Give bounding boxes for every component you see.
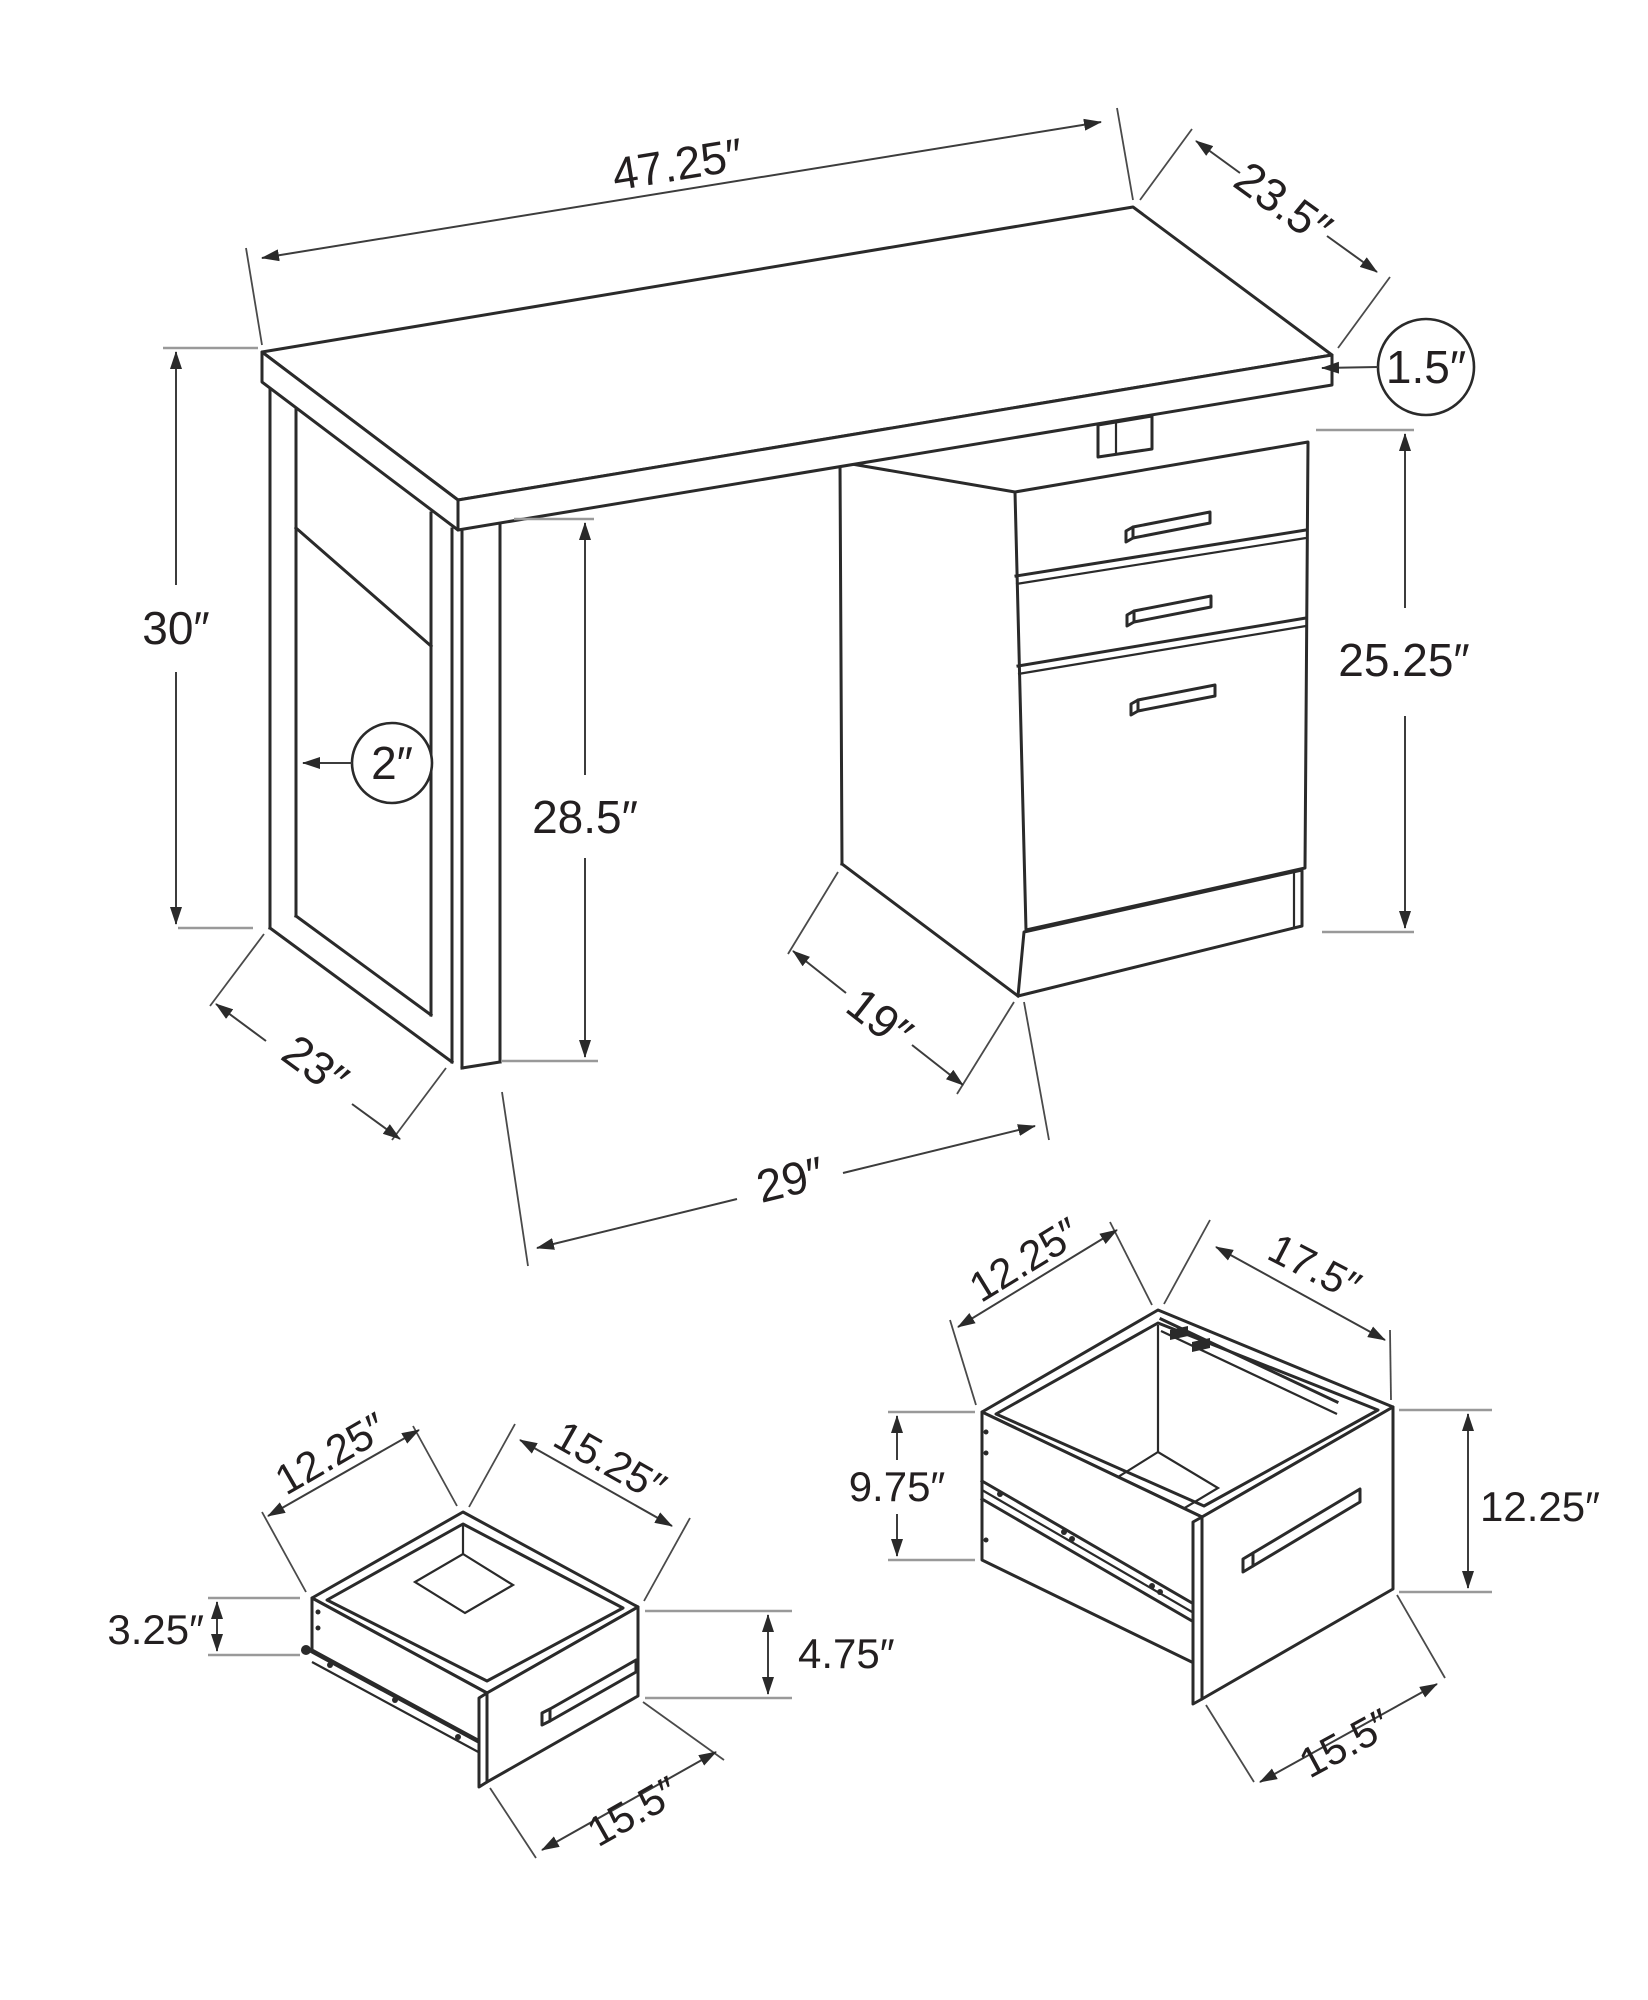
desk-top bbox=[260, 205, 1334, 532]
file-drawer-art bbox=[979, 1308, 1395, 1706]
dim-overall-height: 30″ bbox=[142, 346, 258, 930]
dim-label-cabinet-depth: 19″ bbox=[837, 977, 922, 1060]
desk-left-leg bbox=[267, 381, 455, 1065]
dim-label-knee-clearance: 28.5″ bbox=[532, 791, 638, 843]
dim-small-inner-depth: 12.25″ bbox=[261, 1403, 458, 1593]
small-drawer-art bbox=[301, 1510, 640, 1789]
file-drawer-figure: 12.25″ 17.5″ 9.75″ 12.25″ bbox=[849, 1208, 1600, 1787]
dim-top-thickness: 1.5″ bbox=[1321, 317, 1476, 417]
cabinet-drawer-handles bbox=[1124, 510, 1217, 717]
dim-label-small-inner-width: 15.25″ bbox=[546, 1411, 674, 1511]
desk-drawer-cabinet bbox=[837, 414, 1310, 999]
cabinet-toe-kick bbox=[1016, 868, 1304, 998]
dim-label-file-front-width: 15.5″ bbox=[1291, 1699, 1398, 1786]
desk-side-panel bbox=[460, 521, 502, 1070]
dim-label-leg-width: 2″ bbox=[371, 737, 413, 789]
dim-label-knee-space: 29″ bbox=[751, 1146, 829, 1212]
dim-file-inner-depth: 12.25″ bbox=[949, 1208, 1153, 1406]
dim-label-top-length: 47.25″ bbox=[608, 128, 746, 201]
dim-label-top-thickness: 1.5″ bbox=[1386, 341, 1466, 393]
dim-label-cabinet-height: 25.25″ bbox=[1338, 634, 1469, 686]
small-drawer-figure: 12.25″ 15.25″ 3.25″ 4.75″ 15 bbox=[107, 1403, 895, 1859]
dim-cabinet-height: 25.25″ bbox=[1316, 428, 1470, 934]
dim-label-file-side-height: 9.75″ bbox=[849, 1463, 946, 1510]
dim-label-top-depth: 23.5″ bbox=[1225, 151, 1341, 255]
dim-label-file-front-height: 12.25″ bbox=[1480, 1483, 1600, 1530]
dim-cabinet-depth: 19″ bbox=[787, 871, 1015, 1095]
dim-small-front-height: 4.75″ bbox=[645, 1609, 895, 1700]
dim-small-inner-width: 15.25″ bbox=[468, 1411, 691, 1602]
dim-label-small-front-height: 4.75″ bbox=[798, 1630, 895, 1677]
desk-figure: 47.25″ 23.5″ 1.5″ 30″ 2″ bbox=[142, 107, 1476, 1267]
dim-knee-clearance: 28.5″ bbox=[502, 517, 638, 1063]
dim-file-side-height: 9.75″ bbox=[849, 1410, 975, 1562]
dim-leg-depth: 23″ bbox=[209, 933, 447, 1141]
dim-leg-width: 2″ bbox=[302, 721, 434, 805]
dim-label-small-side-height: 3.25″ bbox=[107, 1606, 204, 1653]
dim-label-small-inner-depth: 12.25″ bbox=[267, 1403, 395, 1504]
dim-label-overall-height: 30″ bbox=[142, 602, 209, 654]
dim-label-leg-depth: 23″ bbox=[273, 1024, 358, 1106]
dim-label-file-inner-width: 17.5″ bbox=[1261, 1224, 1369, 1310]
dim-small-side-height: 3.25″ bbox=[107, 1596, 300, 1657]
dim-label-file-inner-depth: 12.25″ bbox=[961, 1208, 1088, 1311]
dim-label-small-front-width: 15.5″ bbox=[579, 1767, 686, 1856]
dim-file-front-height: 12.25″ bbox=[1399, 1408, 1600, 1594]
